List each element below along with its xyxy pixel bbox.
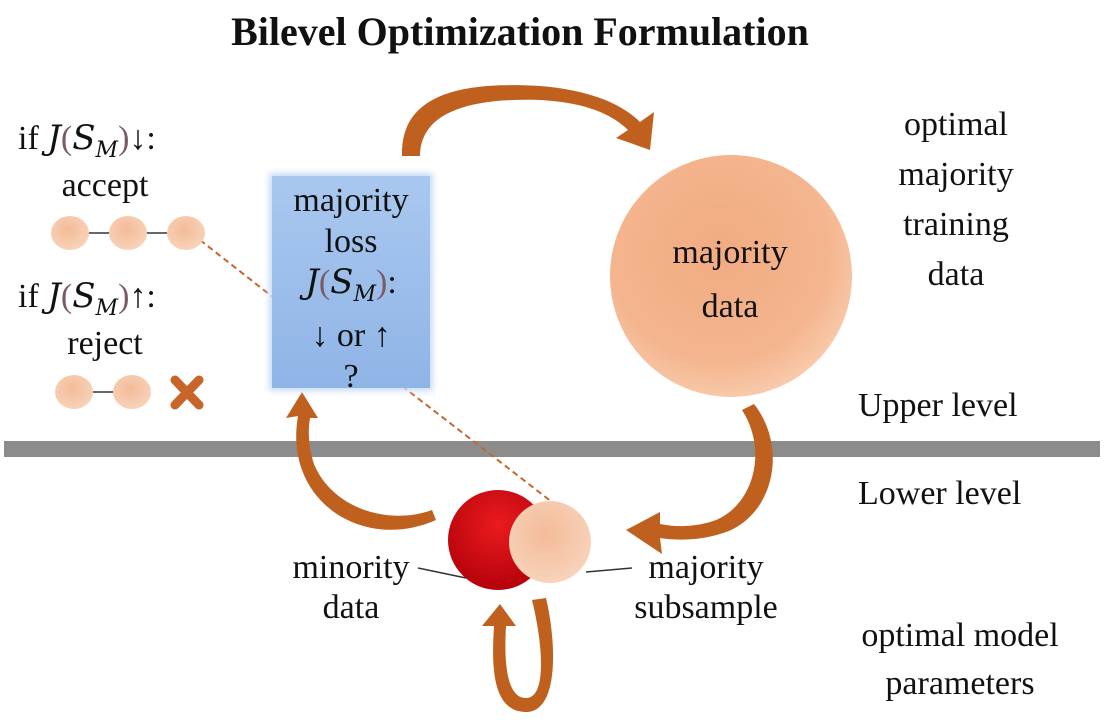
loss-box-formula: J(SM):: [305, 262, 397, 307]
right-curved-arrow: [626, 404, 773, 554]
majority-data-circle: [610, 155, 852, 397]
accept-label: accept: [61, 167, 149, 204]
majority-loss-box-text: majority loss J(SM): ↓ or ↑ ?: [272, 180, 430, 397]
dashed-connector-upper: [199, 239, 275, 299]
accept-node-1: [51, 216, 89, 250]
minority-data-label: minority data: [292, 549, 410, 626]
top-curved-arrow: [401, 85, 654, 156]
upper-level-label: Upper level: [858, 387, 1018, 424]
majority-subsample-circle: [509, 501, 591, 583]
reject-label: reject: [67, 325, 143, 362]
bottom-loop-arrow: [482, 598, 554, 712]
majority-subsample-label: majority subsample: [634, 549, 778, 626]
accept-node-3: [167, 216, 205, 250]
loss-box-line-1: majority: [293, 182, 409, 219]
reject-x-icon: [170, 375, 204, 410]
loss-box-line-2: loss: [324, 223, 378, 260]
level-divider: [4, 441, 1100, 457]
subsample-leader-line: [585, 567, 633, 573]
diagram-title: Bilevel Optimization Formulation: [231, 9, 809, 54]
accept-node-2: [109, 216, 147, 250]
optimal-model-parameters-label: optimal model parameters: [861, 617, 1059, 702]
loss-box-line-4: ↓ or ↑: [311, 316, 391, 354]
optimal-majority-training-data-label: optimal majority training data: [898, 106, 1014, 293]
majority-loss-box: [272, 176, 430, 388]
dashed-connector-lower: [401, 385, 553, 503]
minority-leader-line: [417, 567, 467, 579]
loss-box-line-5: ?: [343, 357, 359, 395]
reject-node-1: [55, 375, 93, 409]
reject-node-2: [113, 375, 151, 409]
left-curved-arrow: [286, 392, 436, 530]
reject-condition: if J(SM)↑:: [18, 276, 156, 321]
accept-condition: if J(SM)↓:: [18, 118, 156, 163]
lower-level-label: Lower level: [858, 475, 1022, 512]
majority-data-label: majority data: [672, 234, 788, 325]
